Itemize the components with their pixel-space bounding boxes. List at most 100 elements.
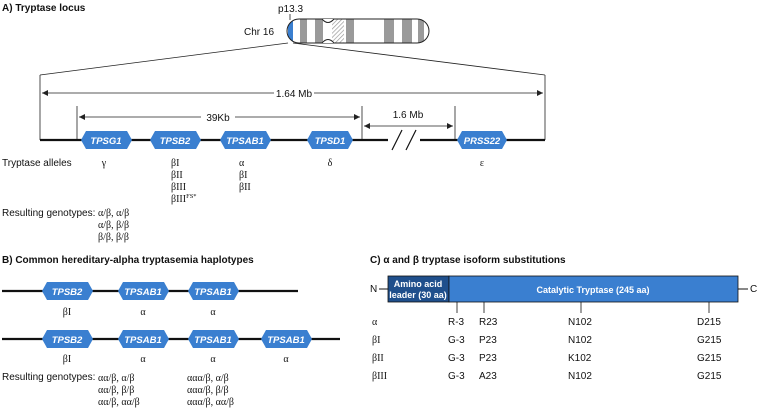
svg-text:PRSS22: PRSS22	[464, 136, 501, 147]
svg-text:βIII: βIII	[171, 182, 186, 193]
svg-text:TPSB2: TPSB2	[52, 335, 83, 346]
substitution-row-beta-ii: βII G-3 P23 K102 G215	[372, 353, 722, 364]
haplotype-2-gene-tpsab1-b: TPSAB1	[188, 330, 239, 348]
svg-text:α: α	[239, 158, 245, 169]
haplotype-1-allele-1: βI	[63, 307, 71, 318]
panel-a-title: A) Tryptase locus	[2, 3, 86, 14]
svg-text:βII: βII	[239, 182, 251, 193]
svg-text:G-3: G-3	[448, 335, 465, 346]
genotypes-label-b: Resulting genotypes:	[2, 372, 95, 383]
span-39kb-label: 39Kb	[206, 113, 230, 124]
svg-text:αα/β, α/β: αα/β, α/β	[98, 373, 134, 384]
svg-text:G-3: G-3	[448, 353, 465, 364]
svg-text:TPSB2: TPSB2	[160, 136, 191, 147]
svg-text:α/β, α/β: α/β, α/β	[98, 208, 129, 219]
haplotype-2-gene-tpsb2: TPSB2	[42, 330, 93, 348]
svg-text:ααα/β, αα/β: ααα/β, αα/β	[187, 397, 234, 408]
svg-text:ααα/β, α/β: ααα/β, α/β	[187, 373, 229, 384]
span-total-label: 1.64 Mb	[276, 89, 313, 100]
svg-text:A23: A23	[479, 371, 497, 382]
svg-text:βIIIFS*: βIIIFS*	[171, 193, 197, 205]
chromosome-label: Chr 16	[244, 27, 274, 38]
svg-text:P23: P23	[479, 353, 497, 364]
span-gap-label: 1.6 Mb	[393, 110, 424, 121]
svg-text:βI: βI	[239, 170, 247, 181]
genotypes-label-a: Resulting genotypes:	[2, 208, 95, 219]
svg-text:α/β, β/β: α/β, β/β	[98, 220, 129, 231]
break-mark	[391, 129, 403, 151]
allele-tpsg1: γ	[101, 158, 107, 169]
svg-text:βII: βII	[372, 353, 384, 364]
alleles-label: Tryptase alleles	[2, 158, 72, 169]
haplotype-2-allele-1: βI	[63, 354, 71, 365]
haplotype-1-allele-3: α	[210, 307, 216, 318]
svg-text:β/β, β/β: β/β, β/β	[98, 232, 129, 243]
catalytic-domain	[448, 275, 739, 303]
haplotype-1-gene-tpsb2: TPSB2	[42, 282, 93, 300]
svg-text:D215: D215	[697, 317, 721, 328]
zoom-line-left	[39, 42, 289, 76]
haplotype-2-gene-tpsab1-c: TPSAB1	[261, 330, 312, 348]
c-terminus-label: C	[750, 284, 757, 295]
svg-text:N102: N102	[568, 371, 592, 382]
svg-text:TPSAB1: TPSAB1	[194, 287, 231, 298]
svg-text:R-3: R-3	[448, 317, 465, 328]
svg-text:G215: G215	[697, 353, 722, 364]
n-terminus-label: N	[370, 284, 377, 295]
svg-text:βII: βII	[171, 170, 183, 181]
haplotype-2-allele-3: α	[210, 354, 216, 365]
svg-text:TPSAB1: TPSAB1	[194, 335, 231, 346]
svg-text:βI: βI	[171, 158, 179, 169]
genotypes-b-col2: ααα/β, α/β ααα/β, β/β ααα/β, αα/β	[187, 373, 234, 408]
svg-text:ααα/β, β/β: ααα/β, β/β	[187, 385, 229, 396]
svg-text:G215: G215	[697, 371, 722, 382]
svg-text:TPSB2: TPSB2	[52, 287, 83, 298]
zoom-line-right	[292, 42, 546, 76]
catalytic-label: Catalytic Tryptase (245 aa)	[536, 285, 649, 295]
svg-text:αα/β, αα/β: αα/β, αα/β	[98, 397, 140, 408]
svg-text:G-3: G-3	[448, 371, 465, 382]
panel-b-title: B) Common hereditary-alpha tryptasemia h…	[2, 255, 254, 266]
svg-text:αα/β, β/β: αα/β, β/β	[98, 385, 134, 396]
svg-text:βIII: βIII	[372, 371, 387, 382]
band-p13-3-highlight	[288, 19, 293, 43]
gene-tpsb2: TPSB2	[150, 131, 201, 149]
svg-text:TPSAB1: TPSAB1	[267, 335, 304, 346]
svg-text:P23: P23	[479, 335, 497, 346]
panel-c-title: C) α and β tryptase isoform substitution…	[370, 255, 566, 266]
svg-text:TPSAB1: TPSAB1	[226, 136, 263, 147]
genotypes-b-col1: αα/β, α/β αα/β, β/β αα/β, αα/β	[98, 373, 140, 408]
span-gap-arrow	[364, 123, 453, 129]
substitution-row-alpha: α R-3 R23 N102 D215	[372, 317, 721, 328]
chromosome-ideogram	[286, 18, 430, 44]
haplotype-2-allele-4: α	[283, 354, 289, 365]
leader-label-1: Amino acid	[394, 279, 443, 289]
svg-text:N102: N102	[568, 317, 592, 328]
alleles-tpsb2: βI βII βIII βIIIFS*	[171, 158, 197, 205]
substitution-row-beta-i: βI G-3 P23 N102 G215	[372, 335, 722, 346]
gene-prss22: PRSS22	[457, 131, 507, 149]
svg-text:βI: βI	[372, 335, 380, 346]
svg-text:α: α	[372, 317, 378, 328]
svg-text:N102: N102	[568, 335, 592, 346]
alleles-tpsab1: α βI βII	[239, 158, 251, 193]
leader-domain	[387, 275, 450, 303]
haplotype-1-allele-2: α	[140, 307, 146, 318]
svg-text:K102: K102	[568, 353, 592, 364]
svg-text:TPSD1: TPSD1	[315, 136, 346, 147]
svg-text:TPSAB1: TPSAB1	[124, 287, 161, 298]
gene-tpsab1: TPSAB1	[220, 131, 271, 149]
band-label: p13.3	[278, 4, 303, 15]
svg-text:G215: G215	[697, 335, 722, 346]
gene-tpsg1: TPSG1	[81, 131, 132, 149]
haplotype-2-allele-2: α	[140, 354, 146, 365]
leader-label-2: leader (30 aa)	[389, 290, 447, 300]
allele-prss22: ε	[480, 158, 484, 169]
haplotype-2-gene-tpsab1-a: TPSAB1	[118, 330, 169, 348]
svg-text:TPSAB1: TPSAB1	[124, 335, 161, 346]
svg-text:R23: R23	[479, 317, 498, 328]
gene-tpsd1: TPSD1	[307, 131, 353, 149]
allele-tpsd1: δ	[328, 158, 333, 169]
substitution-row-beta-iii: βIII G-3 A23 N102 G215	[372, 371, 722, 382]
